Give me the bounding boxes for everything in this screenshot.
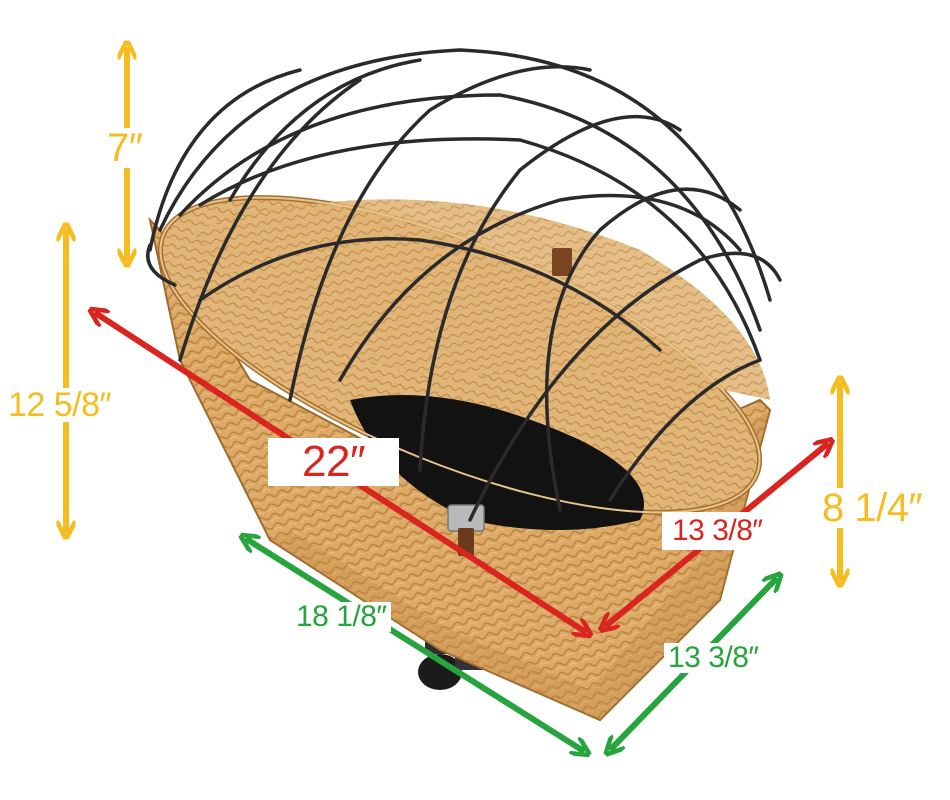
top-length-label: 22″ [268,438,400,486]
bottom-length-arrow [248,540,582,750]
bottom-width-label: 13 3/8″ [664,643,763,673]
side-height-label: 8 1/4″ [818,488,927,528]
cage-height-label: 7″ [103,128,147,168]
top-width-label: 13 3/8″ [662,512,773,550]
wicker-basket-icon [148,195,772,722]
total-height-label: 12 5/8″ [6,386,114,424]
bottom-length-label: 18 1/8″ [292,602,391,632]
